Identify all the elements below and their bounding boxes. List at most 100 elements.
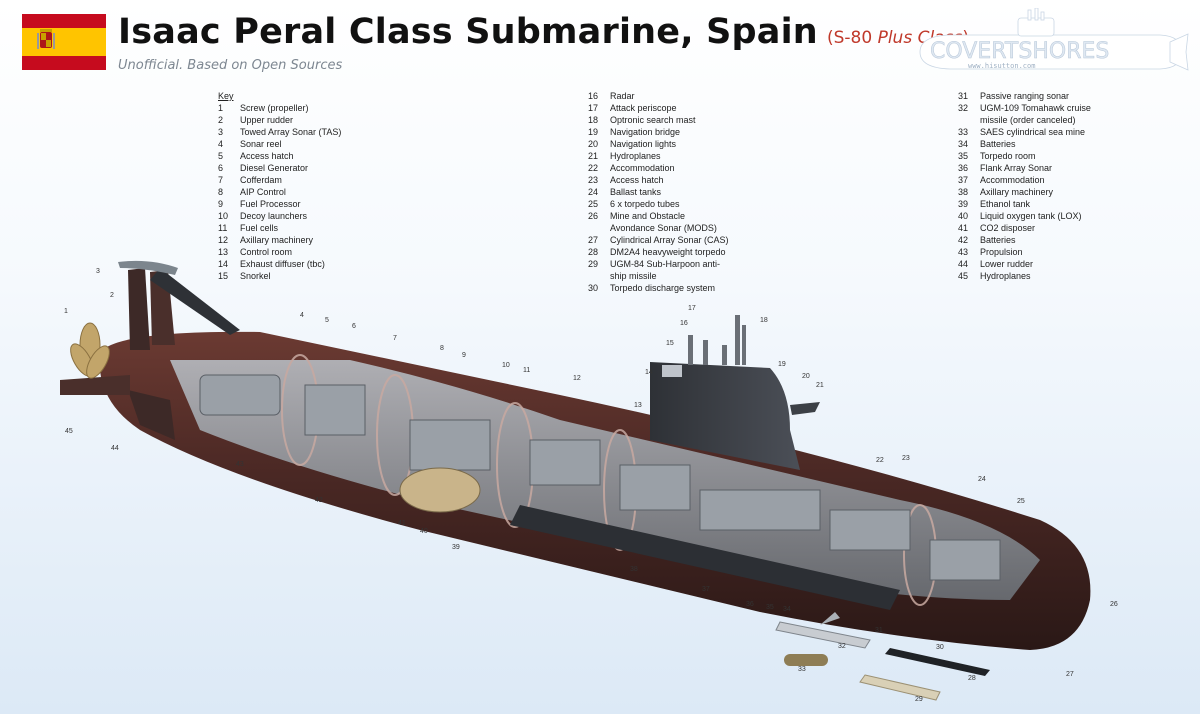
callout-number: 14 (645, 369, 653, 376)
key-label: Hydroplanes (980, 271, 1031, 281)
subtitle: Unofficial. Based on Open Sources (118, 58, 343, 73)
page-title: Isaac Peral Class Submarine, Spain (S-80… (118, 12, 969, 52)
key-number: 9 (218, 199, 224, 209)
key-number: 25 (588, 199, 599, 209)
key-label: Cylindrical Array Sonar (CAS) (610, 235, 729, 245)
key-number: 31 (958, 91, 969, 101)
key-number: 14 (218, 259, 229, 269)
key-number: 35 (958, 151, 969, 161)
key-label: Snorkel (240, 271, 271, 281)
key-number: 43 (958, 247, 969, 257)
key-number: 21 (588, 151, 599, 161)
key-number: 28 (588, 247, 599, 257)
callout-number: 35 (766, 604, 774, 611)
callout-number: 10 (502, 362, 510, 369)
key-label: Hydroplanes (610, 151, 661, 161)
callout-number: 1 (64, 308, 68, 315)
key-label: Attack periscope (610, 103, 677, 113)
callout-number: 12 (573, 375, 581, 382)
key-label: Avondance Sonar (MODS) (610, 223, 717, 233)
key-label: Exhaust diffuser (tbc) (240, 259, 325, 269)
callout-number: 21 (816, 382, 824, 389)
key-label: Batteries (980, 235, 1016, 245)
svg-text:www.hisutton.com: www.hisutton.com (968, 62, 1035, 70)
key-item: 22 Accommodation (588, 162, 788, 174)
callout-number: 17 (688, 305, 696, 312)
key-number: 22 (588, 163, 599, 173)
key-number: 41 (958, 223, 969, 233)
harpoon-missile (859, 674, 941, 701)
title-text: Isaac Peral Class Submarine, Spain (118, 12, 818, 52)
key-label: Control room (240, 247, 293, 257)
key-label: Cofferdam (240, 175, 282, 185)
key-item: missile (order canceled) (958, 114, 1158, 126)
key-label: SAES cylindrical sea mine (980, 127, 1086, 137)
key-heading: Key (218, 91, 234, 101)
coat-of-arms-icon (37, 29, 55, 49)
key-label: ship missile (610, 271, 657, 281)
key-number: 23 (588, 175, 599, 185)
callout-number: 28 (968, 675, 976, 682)
callout-number: 20 (802, 373, 810, 380)
key-number: 8 (218, 187, 224, 197)
key-label: Lower rudder (980, 259, 1034, 269)
key-label: Decoy launchers (240, 211, 308, 221)
key-number: 11 (218, 223, 228, 233)
key-label: Liquid oxygen tank (LOX) (980, 211, 1082, 221)
callout-number: 23 (902, 455, 910, 462)
key-label: Mine and Obstacle (610, 211, 686, 221)
key-label: 6 x torpedo tubes (610, 199, 680, 209)
callout-number: 31 (875, 627, 883, 634)
callout-number: 43 (236, 461, 244, 468)
callout-number: 3 (96, 268, 100, 275)
key-number: 30 (588, 283, 599, 293)
callout-number: 30 (936, 644, 944, 651)
tomahawk-missile (775, 612, 871, 649)
callout-number: 7 (393, 335, 397, 342)
callout-number: 42 (315, 497, 323, 504)
key-label: Flank Array Sonar (980, 163, 1053, 173)
key-item: 25 6 x torpedo tubes (588, 198, 788, 210)
propeller-icon (70, 322, 110, 379)
svg-text:COVERTSHORES: COVERTSHORES (930, 39, 1109, 64)
callout-number: 34 (783, 606, 791, 613)
key-number: 32 (958, 103, 969, 113)
key-label: Axillary machinery (980, 187, 1054, 197)
key-number: 38 (958, 187, 969, 197)
key-label: Diesel Generator (240, 163, 309, 173)
key-item: 14 Exhaust diffuser (tbc) (218, 258, 418, 270)
key-item: 40 Liquid oxygen tank (LOX) (958, 210, 1158, 222)
key-label: Axillary machinery (240, 235, 314, 245)
key-number: 16 (588, 91, 599, 101)
callout-number: 39 (452, 544, 460, 551)
key-number: 40 (958, 211, 969, 221)
key-number: 19 (588, 127, 599, 137)
key-number: 5 (218, 151, 224, 161)
key-label: Torpedo room (980, 151, 1036, 161)
sail (650, 362, 800, 470)
key-label: Ethanol tank (980, 199, 1031, 209)
key-number: 26 (588, 211, 599, 221)
key-label: Towed Array Sonar (TAS) (240, 127, 342, 137)
key-label: Accommodation (610, 163, 675, 173)
callout-number: 45 (65, 428, 73, 435)
callout-number: 41 (398, 520, 406, 527)
